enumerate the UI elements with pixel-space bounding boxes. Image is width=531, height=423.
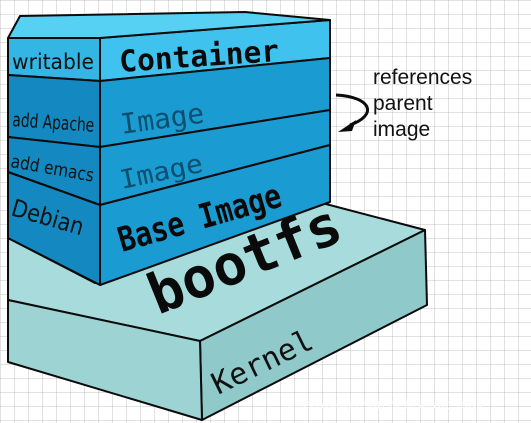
annotation-line-2: parent xyxy=(373,92,433,115)
annotation-line-3: image xyxy=(373,118,430,141)
watermark-text: https://blog.csdn.net/Smart_look xyxy=(283,396,484,412)
references-arrow xyxy=(335,93,370,132)
writable-label: writable xyxy=(12,50,94,74)
debian-side-face xyxy=(7,171,101,286)
front-faces xyxy=(99,19,331,286)
annotation-line-1: references xyxy=(373,66,472,89)
side-faces xyxy=(7,37,101,286)
stack-top-face xyxy=(7,11,331,39)
kernel-layer: Kernel xyxy=(7,202,428,421)
kernel-left-face xyxy=(7,299,203,421)
